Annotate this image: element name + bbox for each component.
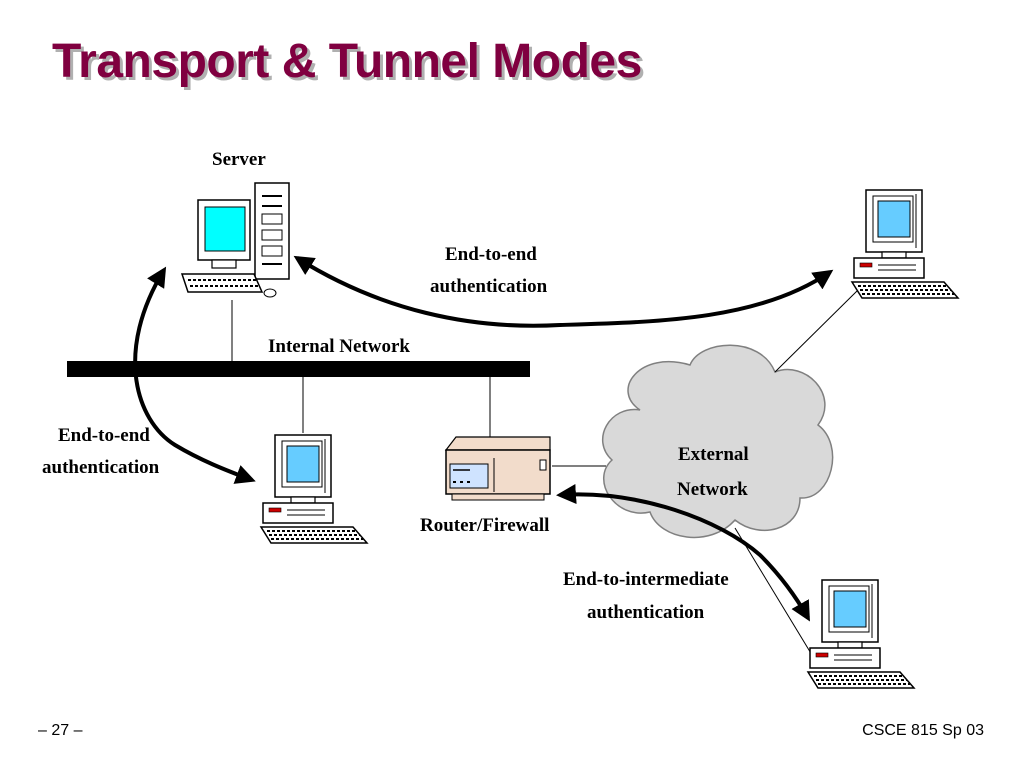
- bottom-auth-label-line2: authentication: [587, 602, 705, 623]
- cloud-to-topright-link: [774, 289, 859, 373]
- remote-client-bottom-right: [807, 579, 915, 689]
- top-end-to-end-arrow: [293, 255, 834, 328]
- remote-client-top-right: [851, 189, 959, 299]
- external-network-label-line1: External: [678, 444, 749, 465]
- left-auth-label-line2: authentication: [42, 457, 160, 478]
- external-network-label-line2: Network: [677, 479, 748, 500]
- router-label: Router/Firewall: [420, 515, 549, 536]
- top-auth-label-line2: authentication: [430, 276, 548, 297]
- router-firewall: [444, 436, 551, 501]
- slide-title: Transport & Tunnel Modes: [52, 35, 642, 88]
- end-to-intermediate-arrow: [556, 484, 810, 622]
- external-network-cloud: [601, 344, 834, 539]
- internal-client-computer: [260, 434, 368, 544]
- server-computer: [180, 182, 290, 298]
- internal-network-label: Internal Network: [268, 336, 410, 357]
- bottom-auth-label-line1: End-to-intermediate: [563, 569, 729, 590]
- course-footer: CSCE 815 Sp 03: [862, 722, 984, 739]
- page-number: – 27 –: [38, 722, 83, 739]
- left-end-to-end-arrow: [133, 266, 256, 484]
- left-auth-label-line1: End-to-end: [58, 425, 150, 446]
- top-auth-label-line1: End-to-end: [445, 244, 537, 265]
- cloud-to-bottomright-link: [734, 527, 813, 656]
- server-label: Server: [212, 149, 266, 170]
